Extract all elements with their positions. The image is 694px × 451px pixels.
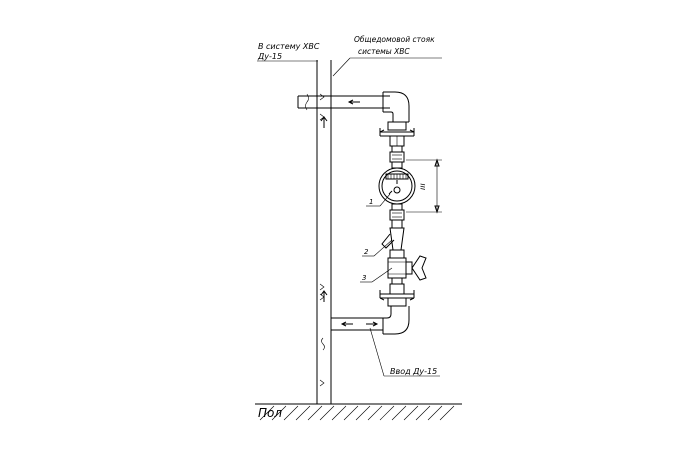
water-meter (378, 161, 416, 221)
callout-2: 2 (364, 248, 369, 256)
label-riser-line2: системы ХВС (358, 47, 410, 56)
dimension-mark: ııı (418, 183, 427, 190)
riser-pipe (316, 60, 332, 404)
label-riser-line1: Общедомовой стояк (354, 35, 435, 44)
inlet-pipe (331, 306, 410, 335)
meter-dimension: ııı (406, 158, 442, 214)
floor-line (255, 403, 462, 421)
callout-3: 3 (362, 274, 366, 282)
leader-lines (257, 57, 442, 377)
label-to-system: В систему ХВС (258, 42, 320, 51)
label-floor: Пол (258, 406, 282, 420)
upper-coupling (379, 121, 415, 163)
ball-valve (387, 255, 427, 285)
label-to-system-size: Ду-15 (257, 52, 282, 61)
lower-coupling (379, 283, 415, 307)
upper-outlet-pipe (297, 91, 410, 123)
label-inlet: Ввод Ду-15 (390, 367, 437, 376)
strainer (381, 219, 405, 259)
callout-1: 1 (369, 198, 373, 206)
